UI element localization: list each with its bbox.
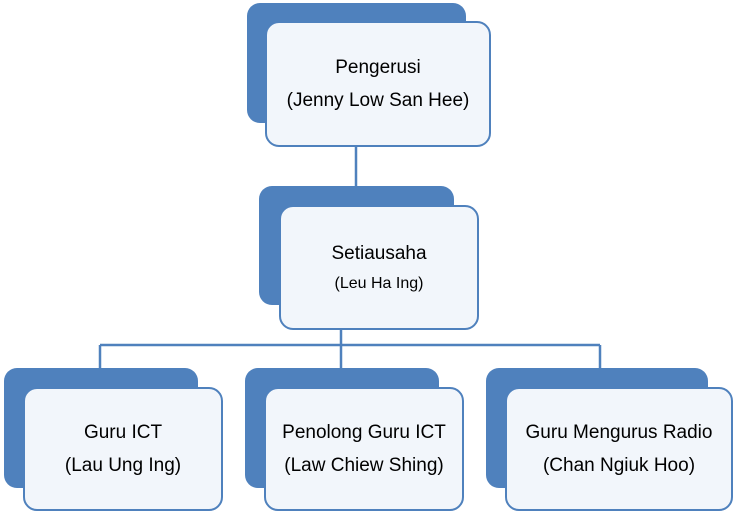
- node-ict-teacher-title: Guru ICT: [83, 421, 163, 443]
- node-ict-teacher-card: [23, 387, 223, 511]
- node-secretary-name: (Leu Ha Ing): [334, 275, 424, 293]
- node-assistant-ict-teacher-name: (Law Chiew Shing): [284, 455, 444, 476]
- node-ict-teacher-label: Guru ICT (Lau Ung Ing): [24, 388, 222, 510]
- node-chairman-label: Pengerusi (Jenny Low San Hee): [266, 22, 490, 146]
- node-assistant-ict-teacher-title: Penolong Guru ICT: [282, 421, 446, 443]
- node-ict-teacher: [4, 368, 223, 511]
- node-secretary-card: [279, 205, 479, 330]
- node-chairman: [247, 3, 491, 147]
- node-chairman-title: Pengerusi: [335, 56, 421, 78]
- node-assistant-ict-teacher-card: [264, 387, 464, 511]
- node-radio-teacher: [486, 368, 733, 511]
- node-radio-teacher-name: (Chan Ngiuk Hoo): [542, 455, 696, 476]
- node-chairman-card: [265, 21, 491, 147]
- node-ict-teacher-name: (Lau Ung Ing): [64, 455, 182, 476]
- node-radio-teacher-title: Guru Mengurus Radio: [525, 421, 713, 443]
- node-radio-teacher-label: Guru Mengurus Radio (Chan Ngiuk Hoo): [506, 388, 732, 510]
- node-secretary-label: Setiausaha (Leu Ha Ing): [280, 206, 478, 329]
- node-secretary-title: Setiausaha: [331, 242, 427, 264]
- node-assistant-ict-teacher-label: Penolong Guru ICT (Law Chiew Shing): [265, 388, 463, 510]
- node-secretary: [259, 186, 479, 330]
- node-radio-teacher-card: [505, 387, 733, 511]
- node-assistant-ict-teacher: [245, 368, 464, 511]
- node-chairman-name: (Jenny Low San Hee): [286, 90, 470, 111]
